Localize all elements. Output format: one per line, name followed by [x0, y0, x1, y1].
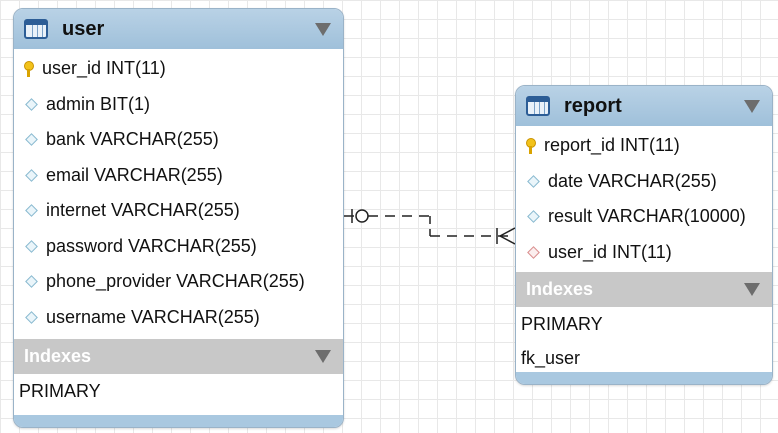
key-icon — [524, 137, 536, 155]
column-phone-provider[interactable]: phone_provider VARCHAR(255) — [14, 264, 343, 300]
column-label: phone_provider VARCHAR(255) — [46, 271, 305, 292]
user-table-header[interactable]: user — [14, 9, 343, 49]
index-primary[interactable]: PRIMARY — [14, 374, 343, 408]
diamond-icon — [25, 275, 38, 289]
index-primary[interactable]: PRIMARY — [516, 307, 772, 341]
diamond-icon — [527, 174, 540, 188]
table-icon — [526, 96, 550, 116]
user-columns: user_id INT(11) admin BIT(1) bank VARCHA… — [14, 49, 343, 335]
column-internet[interactable]: internet VARCHAR(255) — [14, 193, 343, 229]
column-user-id[interactable]: user_id INT(11) — [14, 51, 343, 87]
user-table[interactable]: user user_id INT(11) admin BIT(1) bank V… — [13, 8, 344, 428]
column-label: bank VARCHAR(255) — [46, 129, 219, 150]
diamond-icon — [527, 210, 540, 224]
column-label: admin BIT(1) — [46, 93, 151, 114]
column-label: internet VARCHAR(255) — [46, 200, 240, 221]
report-indexes-header[interactable]: Indexes — [516, 272, 772, 307]
diamond-icon — [25, 239, 38, 253]
column-label: result VARCHAR(10000) — [548, 206, 746, 227]
column-password[interactable]: password VARCHAR(255) — [14, 229, 343, 265]
diamond-icon — [25, 97, 38, 111]
column-label: username VARCHAR(255) — [46, 306, 260, 327]
report-table-title: report — [564, 94, 622, 117]
column-username[interactable]: username VARCHAR(255) — [14, 300, 343, 336]
user-table-title: user — [62, 17, 105, 40]
report-table-header[interactable]: report — [516, 86, 772, 126]
column-label: date VARCHAR(255) — [548, 170, 717, 191]
collapse-arrow-icon[interactable] — [744, 100, 760, 113]
column-date[interactable]: date VARCHAR(255) — [516, 164, 772, 200]
index-label: PRIMARY — [521, 313, 603, 334]
key-icon — [22, 60, 34, 78]
column-label: report_id INT(11) — [544, 135, 680, 156]
index-fk-user[interactable]: fk_user — [516, 341, 772, 375]
report-table[interactable]: report report_id INT(11) date VARCHAR(25… — [515, 85, 773, 385]
collapse-arrow-icon[interactable] — [315, 23, 331, 36]
table-footer — [516, 372, 772, 384]
column-report-id[interactable]: report_id INT(11) — [516, 128, 772, 164]
column-bank[interactable]: bank VARCHAR(255) — [14, 122, 343, 158]
table-icon — [24, 19, 48, 39]
column-label: email VARCHAR(255) — [46, 164, 223, 185]
indexes-label: Indexes — [24, 346, 92, 366]
column-label: user_id INT(11) — [548, 241, 672, 262]
indexes-label: Indexes — [526, 279, 594, 299]
user-indexes-header[interactable]: Indexes — [14, 339, 343, 374]
index-label: fk_user — [521, 347, 581, 368]
column-admin[interactable]: admin BIT(1) — [14, 87, 343, 123]
report-columns: report_id INT(11) date VARCHAR(255) resu… — [516, 126, 772, 270]
column-user-id-fk[interactable]: user_id INT(11) — [516, 235, 772, 271]
column-result[interactable]: result VARCHAR(10000) — [516, 199, 772, 235]
column-label: password VARCHAR(255) — [46, 235, 257, 256]
collapse-arrow-icon[interactable] — [315, 350, 331, 363]
foreign-key-diamond-icon — [527, 245, 540, 259]
collapse-arrow-icon[interactable] — [744, 283, 760, 296]
diamond-icon — [25, 133, 38, 147]
diamond-icon — [25, 310, 38, 324]
index-label: PRIMARY — [19, 380, 101, 401]
diamond-icon — [25, 204, 38, 218]
column-label: user_id INT(11) — [42, 58, 166, 79]
diamond-icon — [25, 168, 38, 182]
table-footer — [14, 415, 343, 427]
column-email[interactable]: email VARCHAR(255) — [14, 158, 343, 194]
